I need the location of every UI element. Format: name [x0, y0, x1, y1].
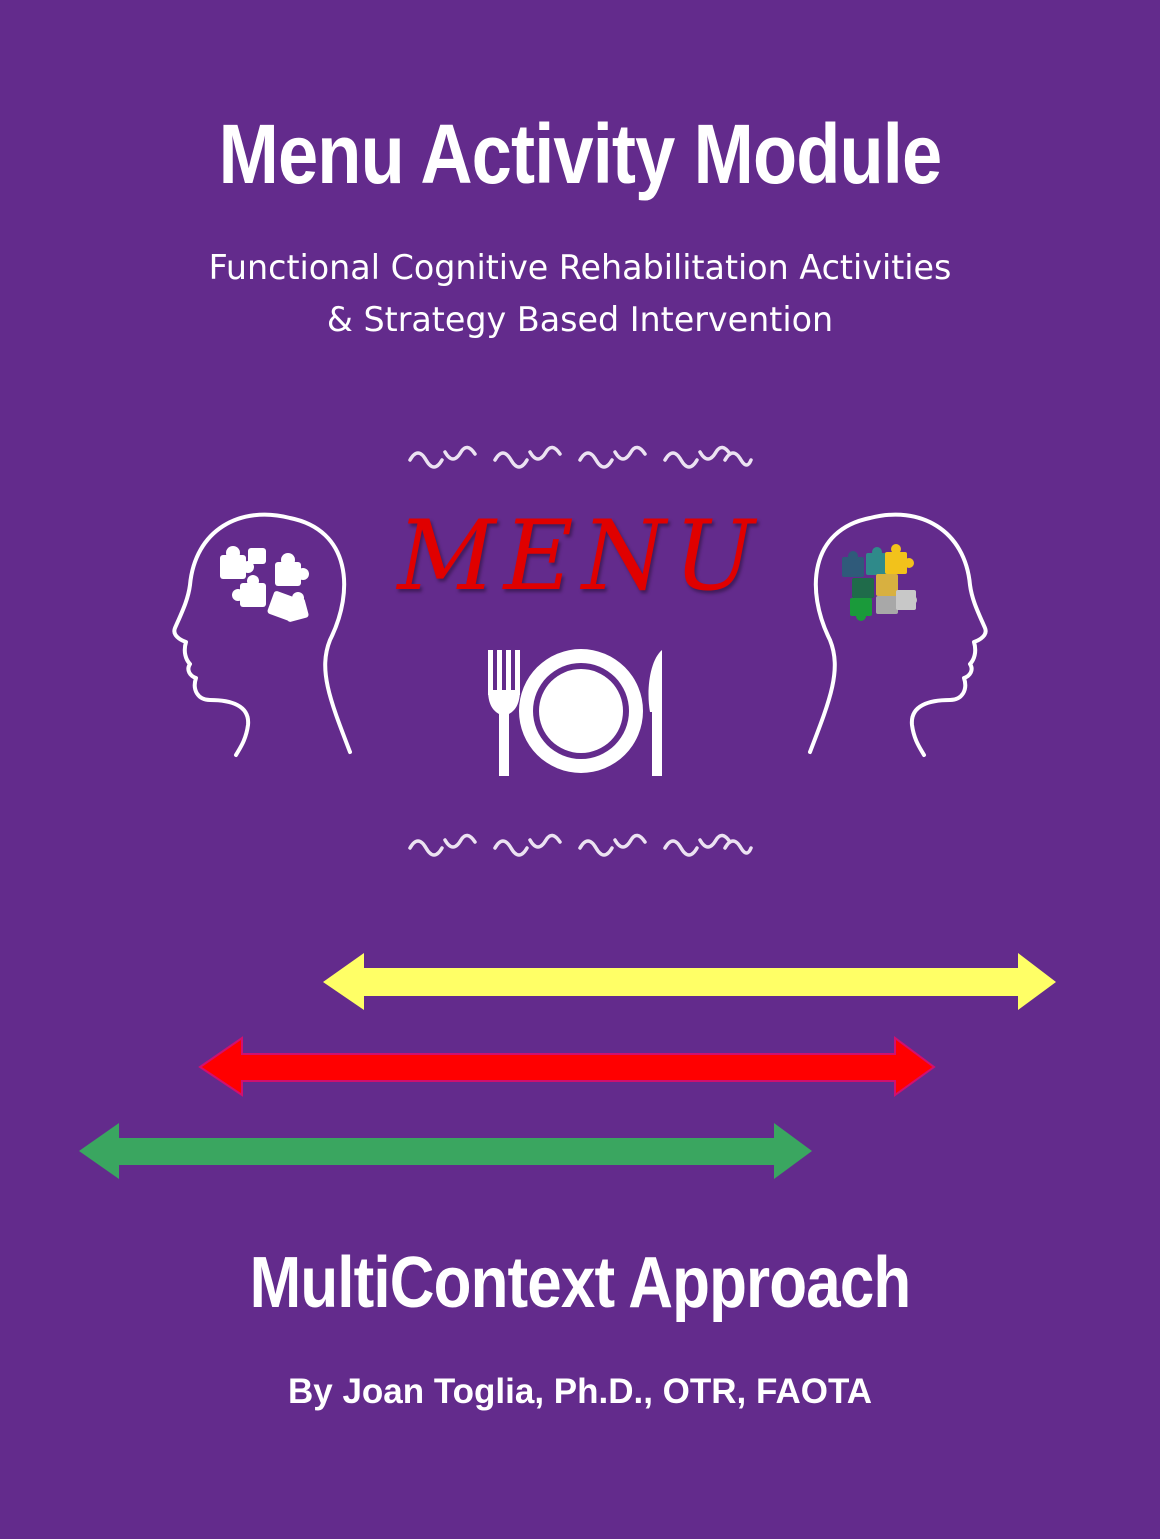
ornament-divider-bottom	[0, 830, 1160, 867]
subtitle-line-1: Functional Cognitive Rehabilitation Acti…	[208, 248, 952, 288]
double-arrow-red	[198, 1036, 936, 1097]
ornament-divider-top	[0, 442, 1160, 479]
approach-title: MultiContext Approach	[249, 1243, 912, 1323]
double-arrow-yellow	[323, 953, 1056, 1010]
flourish-icon	[408, 833, 753, 857]
puzzle-white-icon	[220, 546, 309, 622]
double-arrow-green	[79, 1123, 812, 1179]
head-left-icon	[172, 512, 352, 757]
fork-icon	[488, 650, 520, 776]
knife-icon	[648, 650, 662, 776]
author-line: By Joan Toglia, Ph.D., OTR, FAOTA	[287, 1372, 872, 1411]
puzzle-color-icon	[842, 544, 917, 621]
plate-icon	[519, 649, 643, 773]
cover-title: Menu Activity Module	[218, 107, 942, 201]
menu-word: MENU	[397, 500, 763, 612]
flourish-icon	[408, 445, 753, 469]
head-right-icon	[808, 512, 988, 757]
subtitle-line-2: & Strategy Based Intervention	[326, 300, 834, 340]
cover-subtitle: Functional Cognitive Rehabilitation Acti…	[12, 242, 1149, 346]
